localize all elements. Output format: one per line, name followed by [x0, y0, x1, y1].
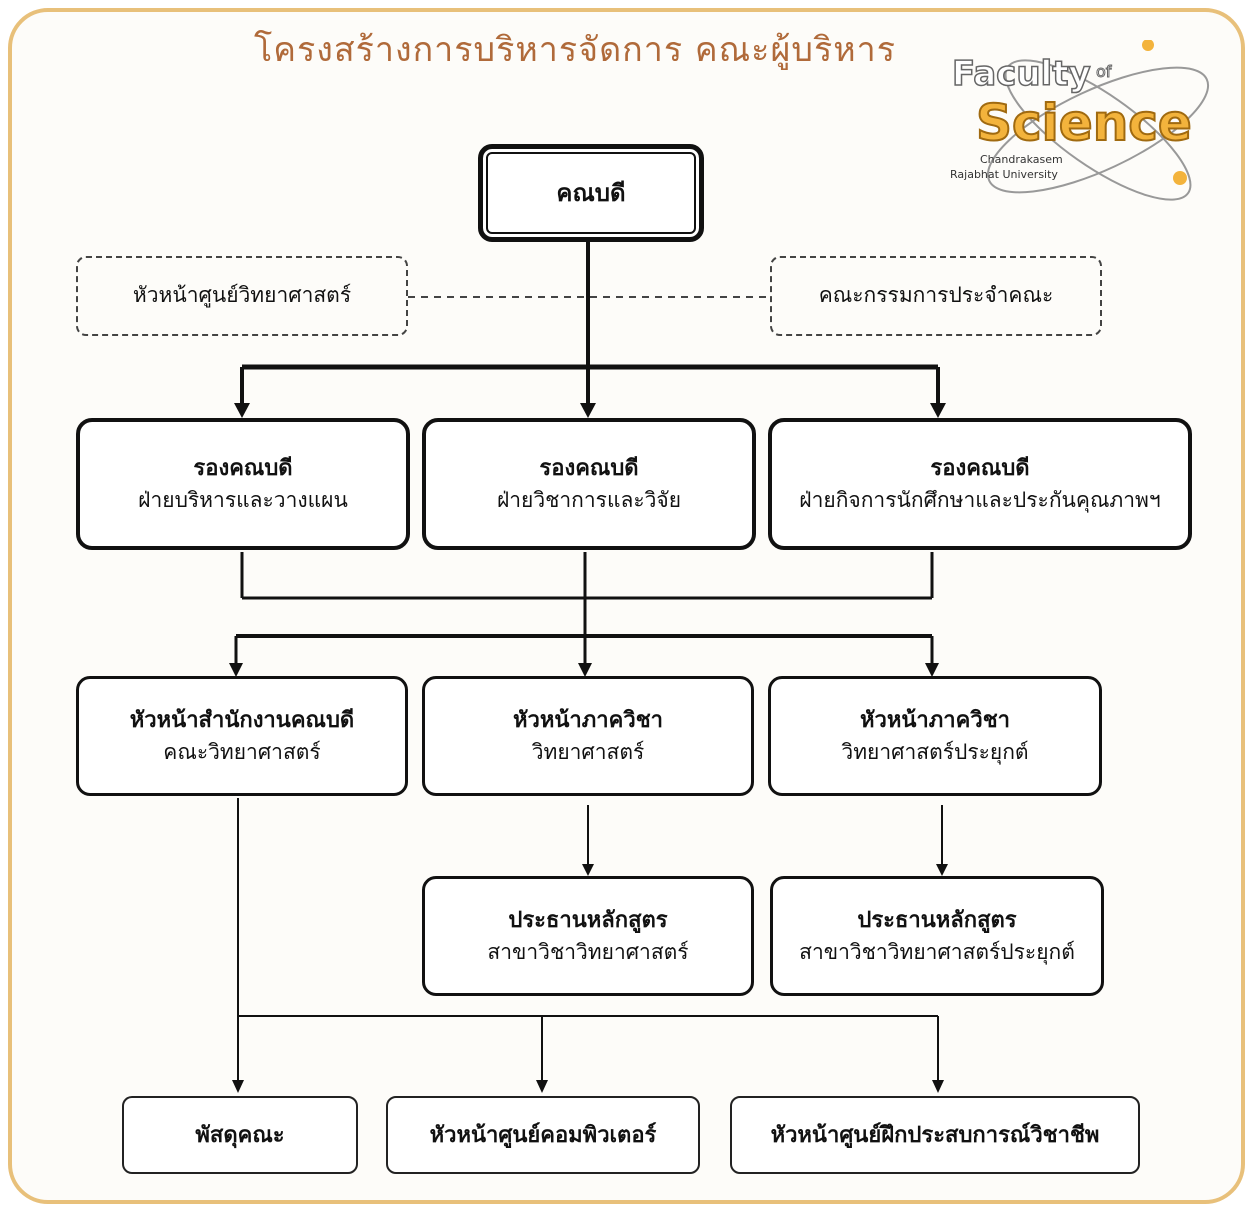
unit-label: พัสดุคณะ — [195, 1122, 285, 1148]
logo-line2: Rajabhat University — [950, 168, 1058, 181]
atom-orbit-icon — [986, 40, 1210, 201]
program-chair-science-box: ประธานหลักสูตร สาขาวิชาวิทยาศาสตร์ — [422, 876, 754, 996]
program-subtitle: สาขาวิชาวิทยาศาสตร์ประยุกต์ — [799, 939, 1075, 964]
unit-label: หัวหน้าศูนย์คอมพิวเตอร์ — [429, 1122, 657, 1148]
logo-faculty-text: Faculty — [951, 53, 1091, 95]
advisor-right-label: คณะกรรมการประจำคณะ — [818, 283, 1054, 308]
vice-dean-subtitle: ฝ่ายบริหารและวางแผน — [138, 487, 348, 512]
head-subtitle: วิทยาศาสตร์ประยุกต์ — [841, 739, 1029, 764]
head-subtitle: คณะวิทยาศาสตร์ — [163, 739, 321, 764]
faculty-logo: Faculty of Science Chandrakasem Rajabhat… — [948, 40, 1218, 220]
head-title: หัวหน้าสำนักงานคณบดี — [129, 707, 355, 733]
vice-dean-title: รองคณบดี — [539, 455, 639, 481]
chart-title: โครงสร้างการบริหารจัดการ คณะผู้บริหาร — [254, 30, 896, 70]
dean-label: คณบดี — [556, 179, 626, 207]
head-title: หัวหน้าภาควิชา — [513, 707, 663, 733]
logo-of-text: of — [1095, 62, 1112, 82]
training-center-box: หัวหน้าศูนย์ฝึกประสบการณ์วิชาชีพ — [730, 1096, 1140, 1174]
vice-dean-subtitle: ฝ่ายวิชาการและวิจัย — [496, 487, 682, 512]
logo-line1: Chandrakasem — [980, 153, 1063, 166]
vice-dean-admin-box: รองคณบดี ฝ่ายบริหารและวางแผน — [76, 418, 410, 550]
supplies-unit-box: พัสดุคณะ — [122, 1096, 358, 1174]
dean-box: คณบดี — [478, 144, 704, 242]
dept-head-applied-box: หัวหน้าภาควิชา วิทยาศาสตร์ประยุกต์ — [768, 676, 1102, 796]
unit-label: หัวหน้าศูนย์ฝึกประสบการณ์วิชาชีพ — [770, 1122, 1100, 1148]
advisor-box-committee: คณะกรรมการประจำคณะ — [770, 256, 1102, 336]
vice-dean-title: รองคณบดี — [193, 455, 293, 481]
vice-dean-academic-box: รองคณบดี ฝ่ายวิชาการและวิจัย — [422, 418, 756, 550]
program-subtitle: สาขาวิชาวิทยาศาสตร์ — [487, 939, 689, 964]
office-head-box: หัวหน้าสำนักงานคณบดี คณะวิทยาศาสตร์ — [76, 676, 408, 796]
head-title: หัวหน้าภาควิชา — [860, 707, 1010, 733]
program-title: ประธานหลักสูตร — [857, 907, 1017, 933]
program-title: ประธานหลักสูตร — [508, 907, 668, 933]
program-chair-applied-box: ประธานหลักสูตร สาขาวิชาวิทยาศาสตร์ประยุก… — [770, 876, 1104, 996]
head-subtitle: วิทยาศาสตร์ — [531, 739, 645, 764]
dept-head-science-box: หัวหน้าภาควิชา วิทยาศาสตร์ — [422, 676, 754, 796]
logo-science-text: Science — [975, 93, 1193, 153]
advisor-box-science-center: หัวหน้าศูนย์วิทยาศาสตร์ — [76, 256, 408, 336]
vice-dean-title: รองคณบดี — [930, 455, 1030, 481]
vice-dean-student-box: รองคณบดี ฝ่ายกิจการนักศึกษาและประกันคุณภ… — [768, 418, 1192, 550]
computer-center-box: หัวหน้าศูนย์คอมพิวเตอร์ — [386, 1096, 700, 1174]
advisor-left-label: หัวหน้าศูนย์วิทยาศาสตร์ — [132, 283, 352, 308]
vice-dean-subtitle: ฝ่ายกิจการนักศึกษาและประกันคุณภาพฯ — [799, 487, 1161, 512]
